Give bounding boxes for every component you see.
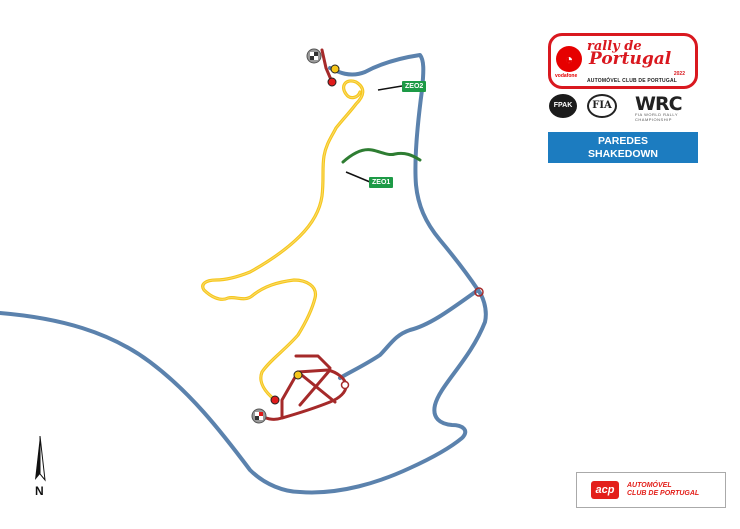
north-label: N	[35, 484, 44, 498]
service-road	[341, 148, 422, 164]
liaison-end-marker	[340, 380, 350, 390]
start-yellow-marker	[330, 64, 340, 74]
side-road-east	[338, 288, 480, 380]
rally-year: 2022	[673, 71, 685, 77]
start-red-marker	[327, 77, 337, 87]
finish-yellow-marker	[293, 370, 303, 380]
zeo1-tag: ZEO1	[369, 177, 394, 188]
north-arrow-icon	[35, 435, 46, 482]
stage-banner: PAREDES SHAKEDOWN	[548, 132, 698, 163]
wrc-subtitle: FIA WORLD RALLY CHAMPIONSHIP	[635, 112, 678, 122]
stage-route	[201, 79, 365, 402]
fpak-logo: FPAK	[549, 94, 577, 118]
acp-name-line2: CLUB DE PORTUGAL	[627, 490, 700, 497]
acp-mark: acp	[591, 481, 619, 499]
zeo1-pointer	[345, 171, 371, 183]
zeo2-pointer	[377, 85, 403, 91]
acp-name: AUTOMÓVEL CLUB DE PORTUGAL	[627, 482, 699, 498]
rally-organizer: AUTOMÓVEL CLUB DE PORTUGAL	[587, 78, 678, 84]
rally-title-line1: rally de	[587, 39, 642, 54]
start-spur	[320, 48, 334, 84]
rally-title-line2: Portugal	[589, 49, 672, 69]
liaison-route	[260, 354, 348, 421]
wrc-logo: WRC	[635, 93, 683, 115]
junction-marker	[474, 287, 484, 297]
vodafone-logo-icon: ◔	[556, 46, 582, 72]
stage-name: PAREDES	[598, 135, 648, 147]
finish-red-marker	[270, 395, 280, 405]
flag-icon-top	[306, 48, 322, 64]
flag-icon-bottom	[251, 408, 267, 424]
fia-logo: FIA	[587, 94, 617, 118]
partner-logos: FPAK FIA WRC FIA WORLD RALLY CHAMPIONSHI…	[549, 93, 699, 122]
stage-route-outline	[202, 80, 364, 401]
stage-type: SHAKEDOWN	[588, 148, 658, 160]
rally-title: rally de Portugal	[587, 39, 672, 69]
rally-logo: ◔ vodafone rally de Portugal 2022 AUTOMÓ…	[548, 33, 698, 89]
vodafone-wordmark: vodafone	[555, 73, 578, 79]
acp-logo: acp AUTOMÓVEL CLUB DE PORTUGAL	[576, 472, 726, 508]
acp-name-line1: AUTOMÓVEL	[627, 482, 672, 489]
zeo2-tag: ZEO2	[402, 81, 427, 92]
